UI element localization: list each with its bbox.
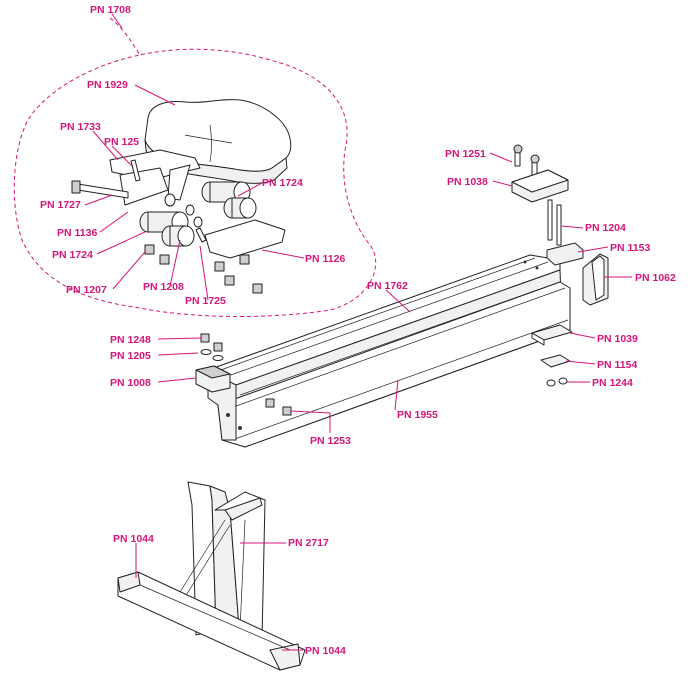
seat-assembly-callout: [13, 17, 377, 317]
label-pn1204: PN 1204: [585, 222, 626, 234]
label-pn1044-right: PN 1044: [305, 645, 346, 657]
label-pn1062: PN 1062: [635, 272, 676, 284]
label-pn1244: PN 1244: [592, 377, 633, 389]
seat-carriage: [109, 149, 286, 259]
label-pn1039: PN 1039: [597, 333, 638, 345]
part-labels: PN 1708 PN 1929 PN 1733 PN 125 PN 1724 P…: [40, 4, 676, 657]
label-pn1208: PN 1208: [143, 281, 184, 293]
label-pn1762: PN 1762: [367, 280, 408, 292]
axle-hardware: [71, 159, 207, 243]
label-pn1733: PN 1733: [60, 121, 101, 133]
rear-hardware: [511, 144, 609, 387]
label-pn1136: PN 1136: [57, 227, 97, 239]
label-pn2717: PN 2717: [288, 537, 329, 549]
rail-bolts: [200, 333, 292, 416]
label-pn1724-lower: PN 1724: [52, 249, 93, 261]
front-stop-block: [195, 365, 231, 393]
label-pn1207: PN 1207: [66, 284, 107, 296]
label-pn1251: PN 1251: [445, 148, 486, 160]
label-pn1708: PN 1708: [90, 4, 131, 16]
label-pn1253: PN 1253: [310, 435, 351, 447]
label-pn1044-left: PN 1044: [113, 533, 154, 545]
label-pn1725: PN 1725: [185, 295, 226, 307]
label-pn1126: PN 1126: [305, 253, 345, 265]
label-pn1724-upper: PN 1724: [262, 177, 303, 189]
rail-beam: [207, 254, 571, 448]
label-pn1038: PN 1038: [447, 176, 488, 188]
label-pn1154: PN 1154: [597, 359, 637, 371]
label-pn1955: PN 1955: [397, 409, 438, 421]
label-pn1248: PN 1248: [110, 334, 151, 346]
leader-lines: [84, 13, 632, 651]
rollers: [139, 181, 257, 247]
label-pn1153: PN 1153: [610, 242, 650, 254]
front-stand: [117, 481, 306, 671]
label-pn1727: PN 1727: [40, 199, 81, 211]
label-pn125: PN 125: [104, 136, 139, 148]
label-pn1929: PN 1929: [87, 79, 128, 91]
label-pn1008: PN 1008: [110, 377, 151, 389]
nuts: [144, 244, 263, 294]
label-pn1205: PN 1205: [110, 350, 151, 362]
